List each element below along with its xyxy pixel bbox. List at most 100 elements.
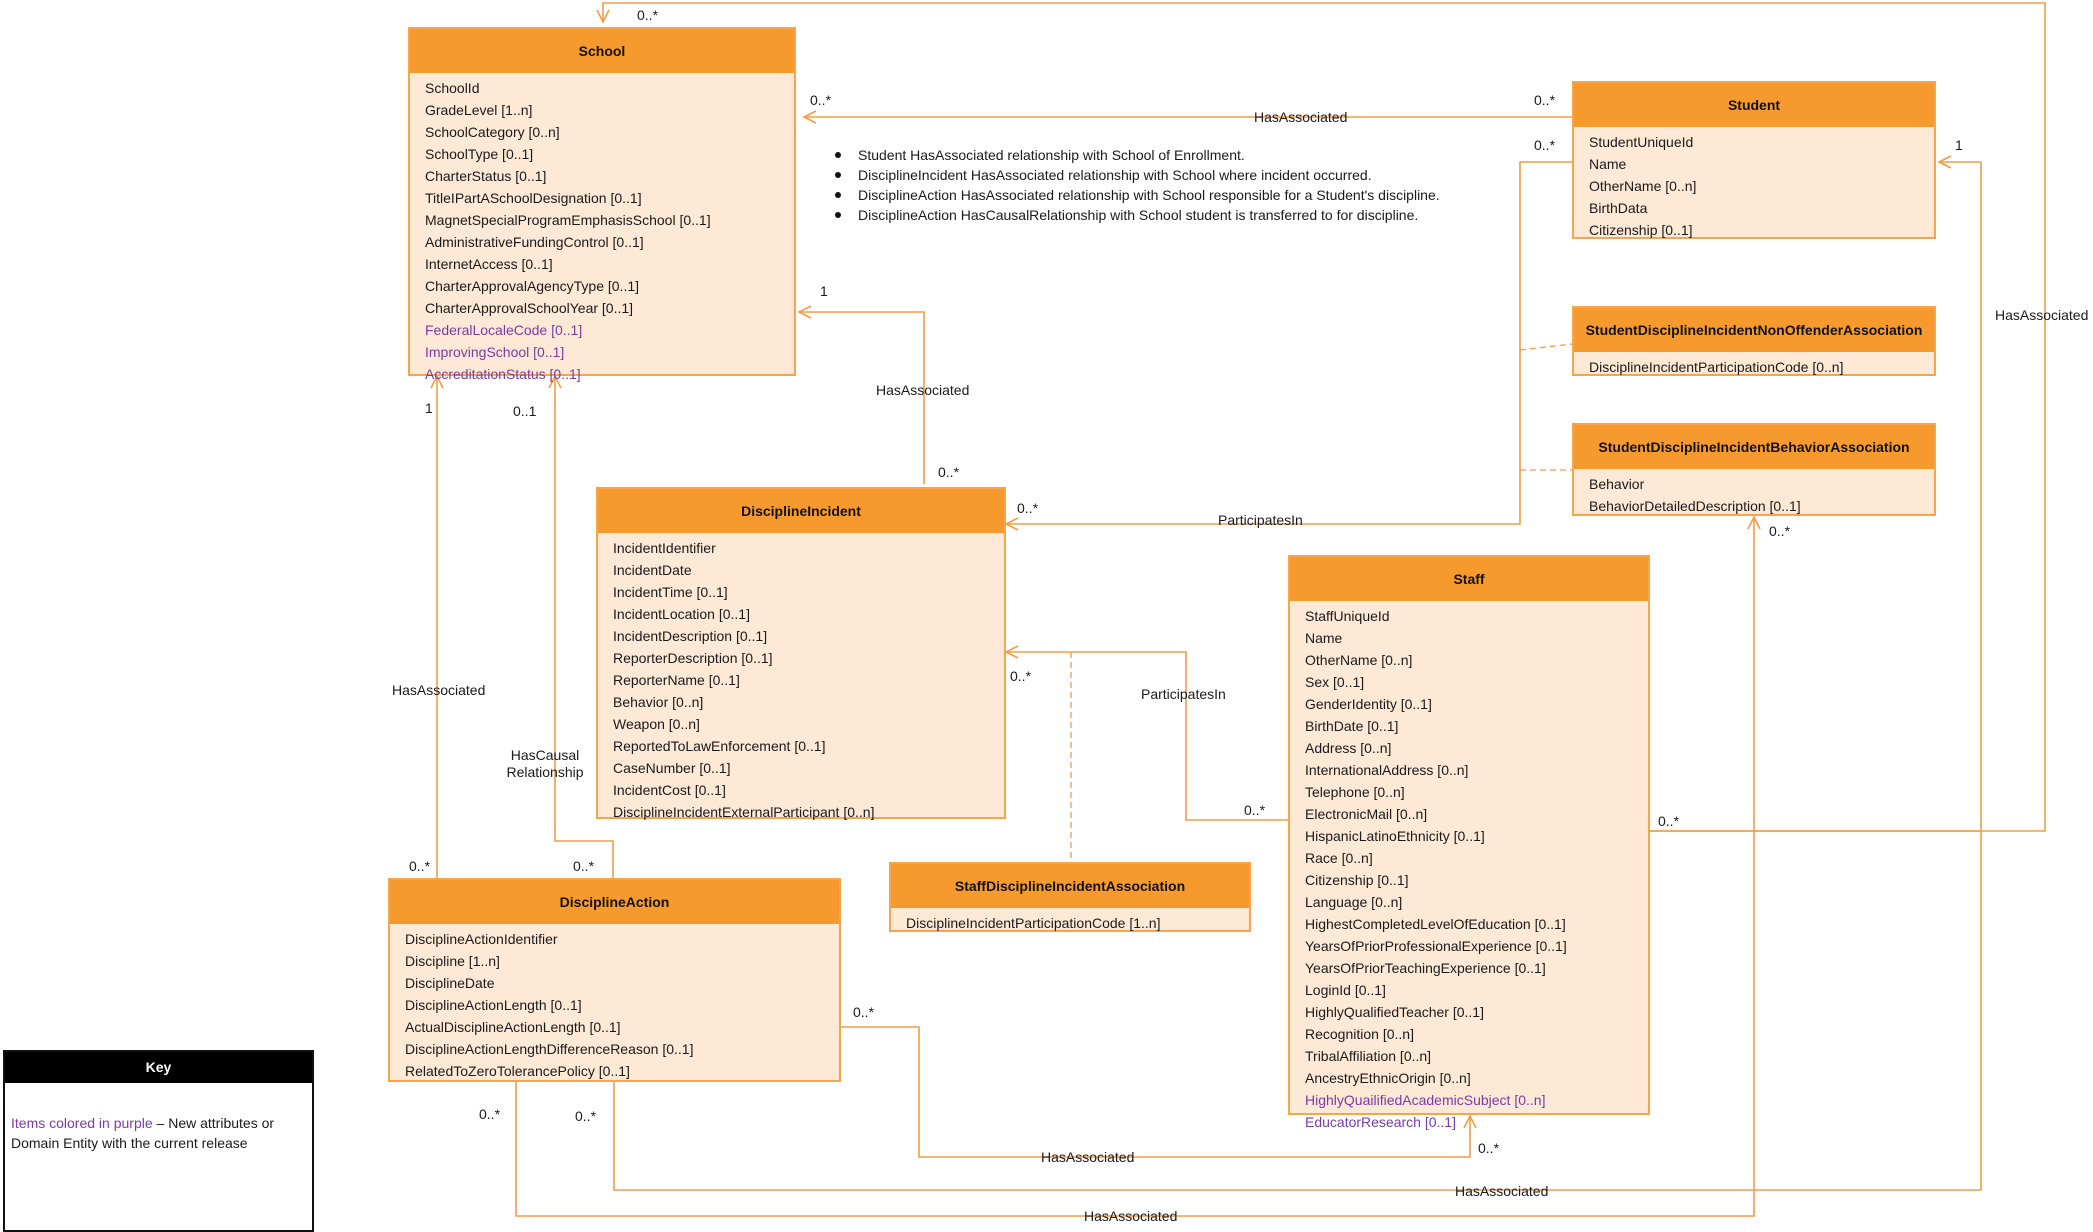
non-offender-association-entity[interactable]: StudentDisciplineIncidentNonOffenderAsso…	[1572, 306, 1936, 376]
entity-attribute: StudentUniqueId	[1589, 134, 1694, 150]
arrowhead	[802, 110, 817, 124]
entity-attribute: InternationalAddress [0..n]	[1305, 762, 1469, 778]
staff-incident-line	[1006, 651, 1288, 821]
entity-attribute: YearsOfPriorProfessionalExperience [0..1…	[1305, 938, 1567, 954]
cardinality-label: 0..*	[409, 858, 431, 874]
cardinality-label: 0..*	[575, 1108, 597, 1124]
relationship-label: HasAssociated	[876, 382, 970, 398]
discipline-action-entity[interactable]: DisciplineAction DisciplineActionIdentif…	[388, 878, 841, 1082]
staff-to-student-right	[1650, 161, 1982, 832]
entity-attribute: ReportedToLawEnforcement [0..1]	[613, 738, 826, 754]
entity-attribute: Sex [0..1]	[1305, 674, 1365, 690]
entity-attribute: GenderIdentity [0..1]	[1305, 696, 1432, 712]
relationship-label: ParticipatesIn	[1218, 512, 1303, 528]
cardinality-label: 0..*	[1658, 813, 1680, 829]
entity-attribute: StaffUniqueId	[1305, 608, 1390, 624]
legend-key: Key Items colored in purple – New attrib…	[3, 1050, 314, 1232]
entity-attribute: DisciplineIncidentParticipationCode [0..…	[1589, 359, 1844, 375]
relationship-label: HasAssociated	[1041, 1149, 1135, 1165]
entity-attribute: BirthData	[1589, 200, 1648, 216]
legend-body: Items colored in purple – New attributes…	[5, 1083, 312, 1153]
arrowhead	[548, 374, 562, 389]
entity-attribute: Race [0..n]	[1305, 850, 1373, 866]
non-offender-association-attributes: DisciplineIncidentParticipationCode [0..…	[1574, 352, 1934, 378]
entity-attribute: OtherName [0..n]	[1589, 178, 1697, 194]
non-offender-dash	[1519, 343, 1573, 351]
relationship-label: HasCausal Relationship	[506, 747, 584, 780]
entity-attribute: ImprovingSchool [0..1]	[425, 344, 565, 360]
discipline-action-title: DisciplineAction	[390, 880, 839, 924]
incident-school-line	[799, 311, 925, 484]
cardinality-label: 0..*	[573, 858, 595, 874]
cardinality-label: 0..*	[853, 1004, 875, 1020]
entity-attribute: IncidentLocation [0..1]	[613, 606, 750, 622]
entity-attribute: Address [0..n]	[1305, 740, 1392, 756]
entity-attribute: InternetAccess [0..1]	[425, 256, 553, 272]
relationship-label: ParticipatesIn	[1141, 686, 1226, 702]
discipline-incident-title: DisciplineIncident	[598, 489, 1004, 533]
entity-attribute: CaseNumber [0..1]	[613, 760, 731, 776]
arrowhead	[797, 305, 812, 319]
entity-attribute: Behavior	[1589, 476, 1645, 492]
entity-attribute: EducatorResearch [0..1]	[1305, 1114, 1456, 1130]
entity-attribute: ActualDisciplineActionLength [0..1]	[405, 1019, 621, 1035]
relationship-label: HasAssociated	[1995, 307, 2089, 323]
entity-attribute: Recognition [0..n]	[1305, 1026, 1414, 1042]
entity-attribute: IncidentTime [0..1]	[613, 584, 728, 600]
behavior-association-entity[interactable]: StudentDisciplineIncidentBehaviorAssocia…	[1572, 423, 1936, 516]
note-item: DisciplineAction HasAssociated relations…	[818, 185, 1468, 205]
cardinality-label: 1	[425, 400, 433, 416]
entity-attribute: AccreditationStatus [0..1]	[425, 366, 581, 382]
cardinality-label: 1	[820, 283, 828, 299]
entity-attribute: HighlyQuailifiedAcademicSubject [0..n]	[1305, 1092, 1546, 1108]
action-staff-line	[841, 1026, 1471, 1158]
relationship-label: HasAssociated	[1084, 1208, 1178, 1224]
arrowhead	[430, 374, 444, 389]
entity-attribute: LoginId [0..1]	[1305, 982, 1386, 998]
legend-description: – New attributes or Domain Entity with t…	[11, 1115, 275, 1151]
staff-association-attributes: DisciplineIncidentParticipationCode [1..…	[891, 908, 1249, 934]
arrowhead	[1004, 517, 1019, 531]
legend-title: Key	[5, 1052, 312, 1083]
relationship-label: HasAssociated	[1254, 109, 1348, 125]
entity-attribute: ReporterDescription [0..1]	[613, 650, 773, 666]
action-behavior-line-2	[515, 517, 1755, 1217]
entity-attribute: Citizenship [0..1]	[1589, 222, 1693, 238]
entity-attribute: SchoolId	[425, 80, 480, 96]
cardinality-label: 0..1	[513, 403, 537, 419]
arrowhead	[596, 9, 610, 24]
note-item: DisciplineAction HasCausalRelationship w…	[818, 205, 1468, 225]
cardinality-label: 0..*	[479, 1106, 501, 1122]
entity-attribute: CharterStatus [0..1]	[425, 168, 547, 184]
cardinality-label: 0..*	[1017, 500, 1039, 516]
entity-attribute: Behavior [0..n]	[613, 694, 704, 710]
non-offender-association-title: StudentDisciplineIncidentNonOffenderAsso…	[1574, 308, 1934, 352]
entity-attribute: HighlyQualifiedTeacher [0..1]	[1305, 1004, 1484, 1020]
notes-list: Student HasAssociated relationship with …	[818, 145, 1468, 225]
school-title: School	[410, 29, 794, 73]
note-item: Student HasAssociated relationship with …	[818, 145, 1468, 165]
entity-attribute: GradeLevel [1..n]	[425, 102, 533, 118]
arrowhead	[1747, 515, 1761, 530]
entity-attribute: SchoolType [0..1]	[425, 146, 534, 162]
entity-attribute: Name	[1305, 630, 1343, 646]
cardinality-label: 0..*	[1244, 802, 1266, 818]
entity-attribute: HispanicLatinoEthnicity [0..1]	[1305, 828, 1485, 844]
entity-attribute: HighestCompletedLevelOfEducation [0..1]	[1305, 916, 1566, 932]
entity-attribute: MagnetSpecialProgramEmphasisSchool [0..1…	[425, 212, 711, 228]
entity-attribute: DisciplineActionIdentifier	[405, 931, 558, 947]
entity-attribute: YearsOfPriorTeachingExperience [0..1]	[1305, 960, 1546, 976]
cardinality-label: 0..*	[1478, 1140, 1500, 1156]
entity-attribute: CharterApprovalSchoolYear [0..1]	[425, 300, 634, 316]
entity-attribute: DisciplineActionLength [0..1]	[405, 997, 582, 1013]
staff-discipline-incident-association-entity[interactable]: StaffDisciplineIncidentAssociation Disci…	[889, 862, 1251, 932]
